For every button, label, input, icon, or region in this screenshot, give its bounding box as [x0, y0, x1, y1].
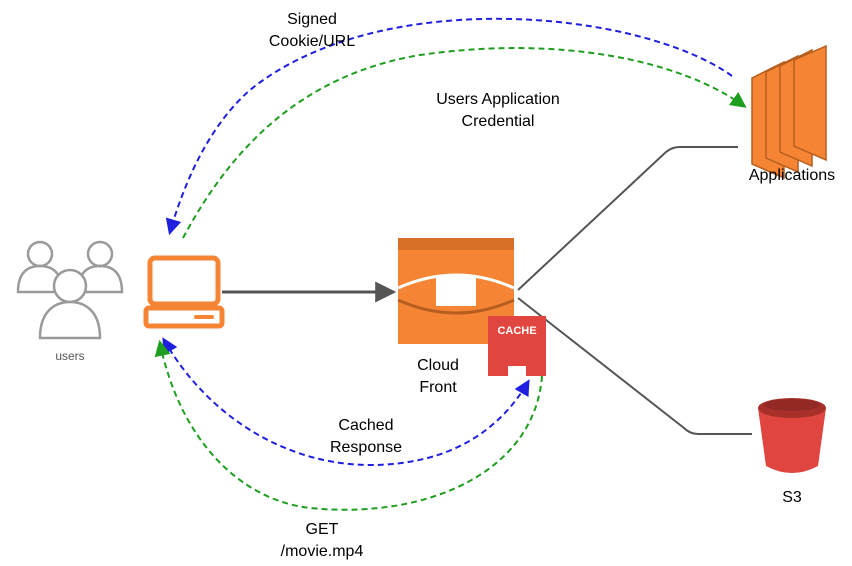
users-icon — [16, 240, 124, 340]
user-credential-arrow — [182, 47, 747, 239]
applications-icon — [751, 44, 827, 180]
user-credential-label-line2: Credential — [462, 113, 535, 130]
cached-response-arrow — [162, 337, 530, 467]
signed-cookie-label-line2: Cookie/URL — [269, 33, 355, 50]
applications-label: Applications — [749, 167, 835, 184]
cached-response-label-line2: Response — [330, 439, 402, 456]
user-credential-label-line1: Users Application — [436, 91, 560, 108]
signed-cookie-label-line1: Signed — [287, 11, 337, 28]
signed-cookie-arrow — [165, 17, 733, 236]
get-request-label-line1: GET — [306, 521, 339, 538]
laptop-icon — [143, 255, 225, 329]
s3-label: S3 — [782, 489, 802, 506]
get-request-label-line2: /movie.mp4 — [281, 543, 364, 560]
cloudfront-to-applications-connector — [517, 146, 738, 291]
cloudfront-label-line1: Cloud — [417, 357, 459, 374]
s3-bucket-icon — [758, 398, 826, 473]
cache-icon — [488, 316, 546, 376]
cached-response-label-line1: Cached — [338, 417, 393, 434]
users-label: users — [55, 349, 84, 363]
cloudfront-to-s3-connector — [517, 297, 752, 435]
cache-label: CACHE — [497, 325, 536, 337]
cloudfront-label-line2: Front — [419, 379, 457, 396]
get-request-arrow — [154, 339, 543, 511]
